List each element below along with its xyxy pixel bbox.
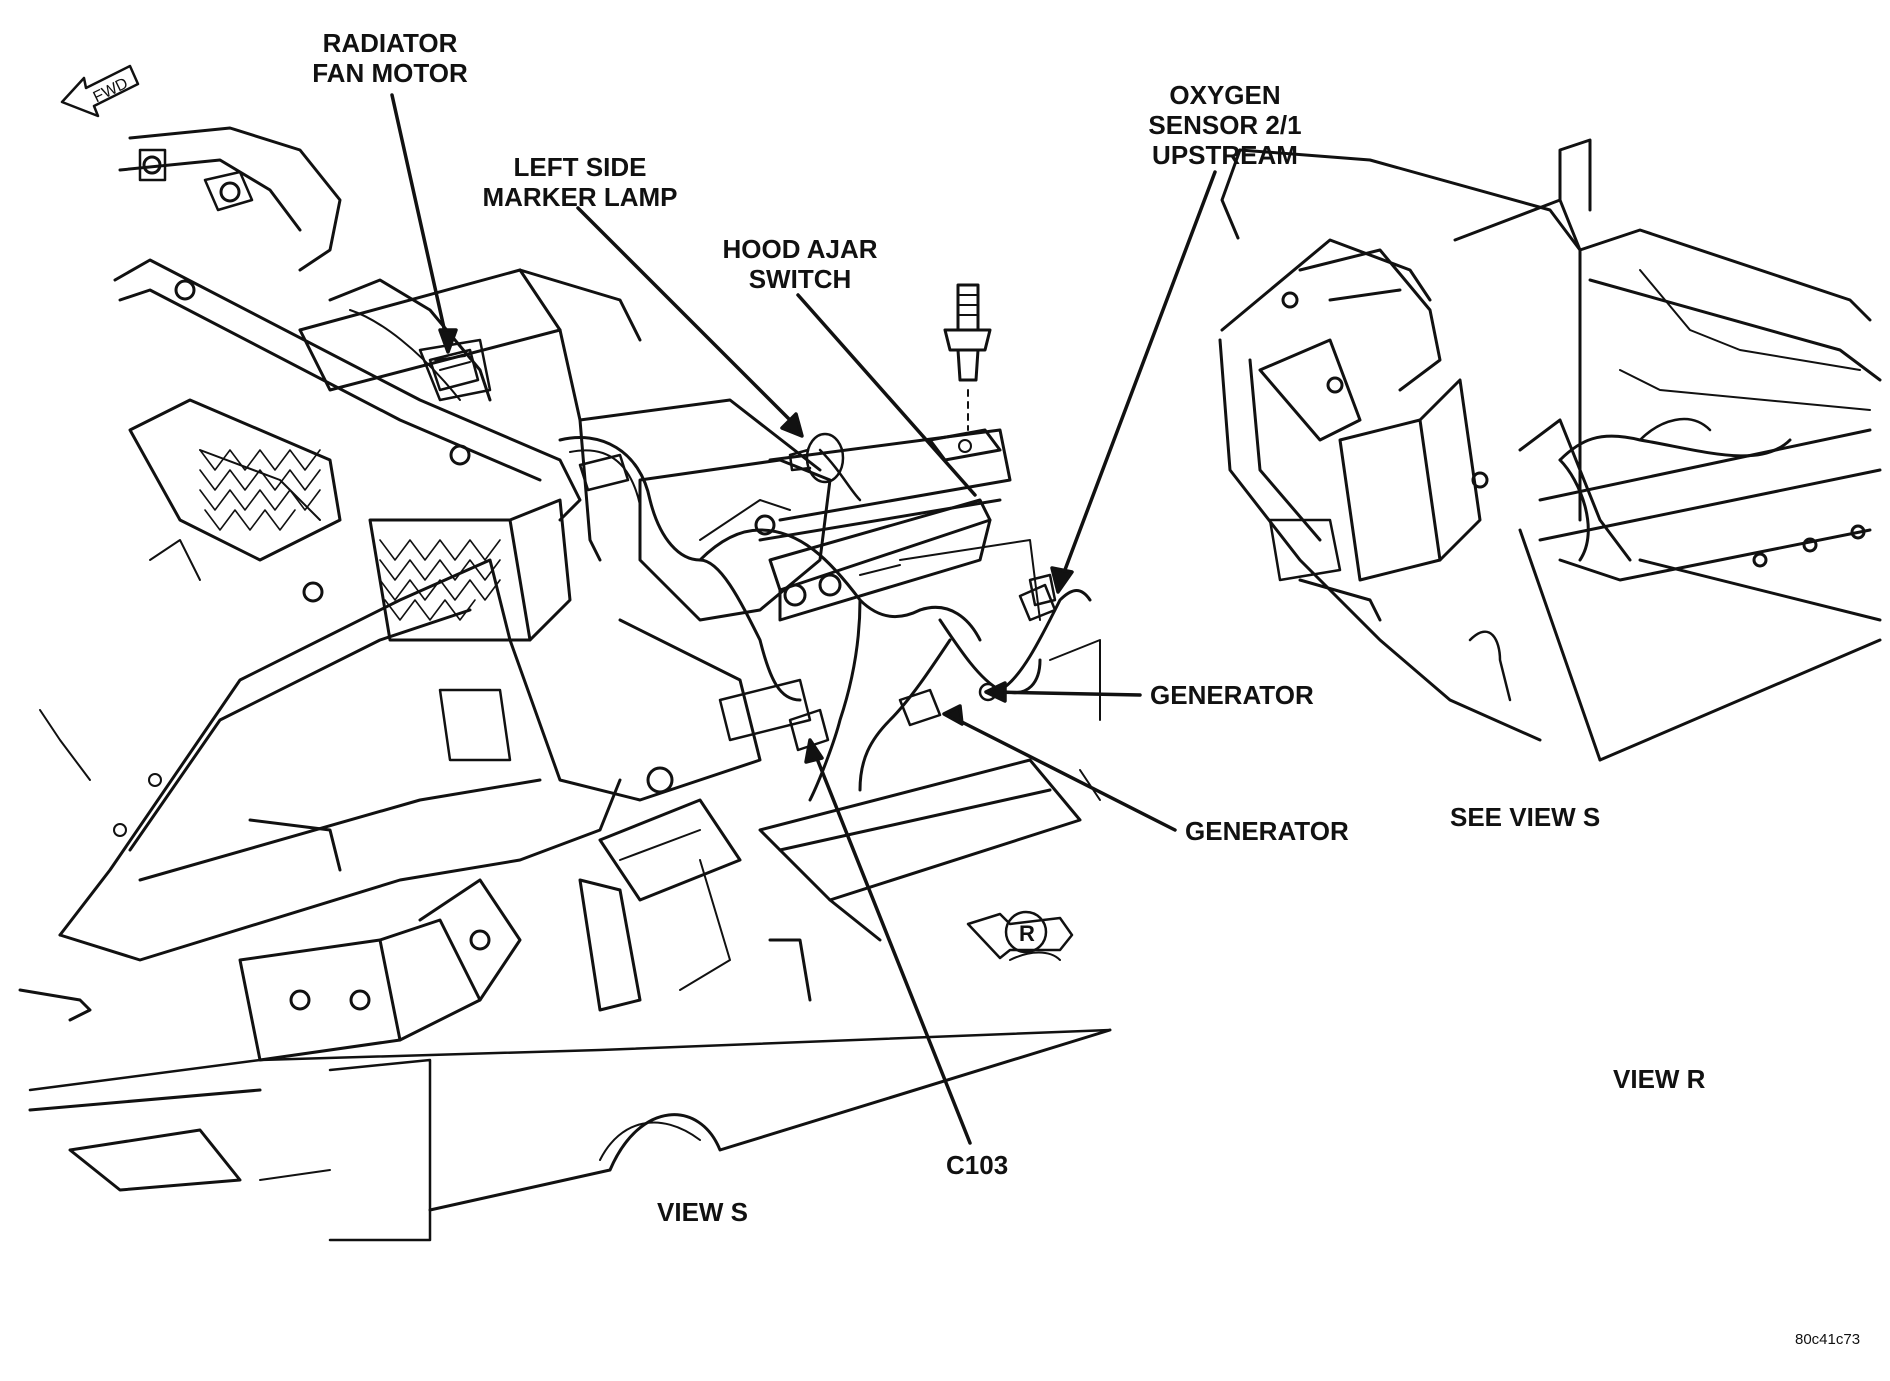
fwd-label: FWD: [91, 75, 131, 106]
view-r-callout: R: [966, 910, 1074, 960]
label-oxygen-sensor: OXYGEN SENSOR 2/1 UPSTREAM: [1148, 80, 1302, 170]
label-generator-upper: GENERATOR: [1150, 680, 1314, 710]
label-c103: C103: [946, 1150, 1009, 1180]
label-left-side-marker-lamp: LEFT SIDE MARKER LAMP: [482, 152, 678, 212]
callout-r-label: R: [1019, 921, 1035, 946]
figure-code: 80c41c73: [1795, 1331, 1861, 1348]
connectors: [428, 348, 1057, 752]
label-view-r: VIEW R: [1613, 1064, 1706, 1094]
label-see-view-s: SEE VIEW S: [1450, 802, 1601, 832]
view-r-inset-structure: [1218, 138, 1882, 762]
label-radiator-fan-motor: RADIATOR FAN MOTOR: [312, 28, 468, 88]
radiator-support-structure: [28, 126, 1112, 1242]
leader-lines: [390, 93, 1217, 1145]
label-generator-lower: GENERATOR: [1185, 816, 1349, 846]
fwd-arrow-icon: FWD: [60, 64, 140, 118]
label-hood-ajar-switch: HOOD AJAR SWITCH: [722, 234, 878, 294]
wiring-harness: [558, 436, 1092, 802]
hood-stud-icon: [928, 283, 1002, 462]
hood-ajar-switch-bracket: [768, 498, 992, 622]
misc-components: [18, 539, 1101, 1022]
label-view-s: VIEW S: [657, 1197, 749, 1227]
